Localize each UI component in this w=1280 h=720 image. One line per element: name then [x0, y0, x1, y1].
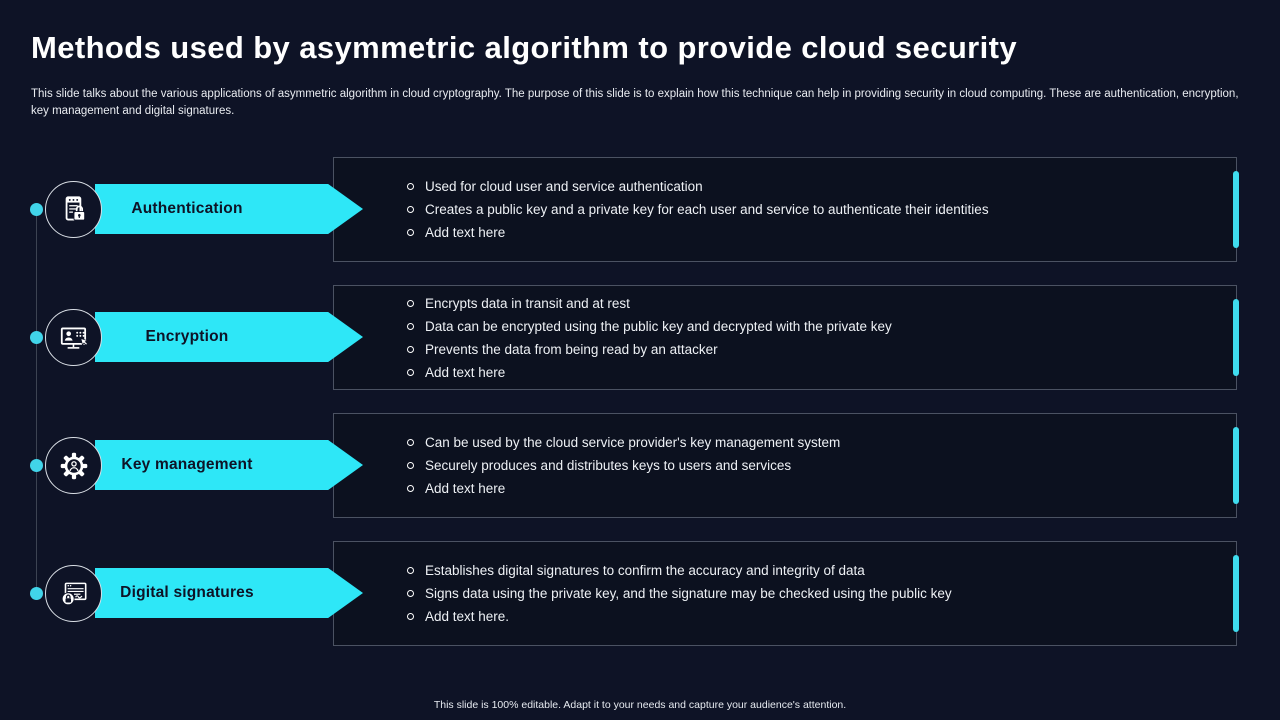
method-label: Encryption — [145, 328, 229, 345]
bullet-list: Encrypts data in transit and at rest Dat… — [334, 286, 1226, 389]
encryption-icon-circle — [45, 309, 102, 366]
list-item: Encrypts data in transit and at rest — [406, 292, 1216, 315]
slide-description: This slide talks about the various appli… — [31, 88, 1239, 117]
method-row-digital-signatures: Digital signatures Establishes digital s… — [0, 541, 1280, 646]
method-row-authentication: Authentication Used for cloud user and s… — [0, 157, 1280, 262]
accent-bar — [1233, 171, 1239, 248]
timeline-dot — [30, 587, 43, 600]
bullet-circle-icon — [407, 229, 414, 236]
bullet-circle-icon — [407, 462, 414, 469]
bullet-text: Securely produces and distributes keys t… — [425, 458, 792, 473]
bullet-text: Data can be encrypted using the public k… — [425, 318, 892, 334]
document-lock-icon — [65, 195, 85, 221]
bullet-text: Establishes digital signatures to confir… — [425, 563, 865, 578]
monitor-user-icon — [60, 327, 88, 349]
key-management-arrow-banner: Key management — [95, 440, 363, 490]
accent-bar — [1233, 299, 1239, 376]
authentication-content-box: Used for cloud user and service authenti… — [333, 157, 1239, 262]
digital-signatures-content-box: Establishes digital signatures to confir… — [333, 541, 1239, 646]
authentication-icon-circle — [45, 181, 102, 238]
bullet-circle-icon — [407, 322, 414, 330]
method-label: Key management — [121, 456, 253, 473]
bullet-list: Used for cloud user and service authenti… — [334, 158, 1226, 261]
accent-bar — [1233, 555, 1239, 632]
list-item: Add text here — [406, 361, 1216, 384]
bullet-text: Add text here. — [425, 609, 510, 624]
bullet-circle-icon — [407, 613, 414, 620]
bullet-circle-icon — [407, 485, 414, 492]
bullet-circle-icon — [407, 590, 414, 597]
accent-bar — [1233, 427, 1239, 504]
bullet-text: Used for cloud user and service authenti… — [425, 179, 703, 194]
method-row-key-management: Key management Can be used by the cloud … — [0, 413, 1280, 518]
bullet-circle-icon — [407, 567, 414, 574]
bullet-text: Add text here — [425, 364, 506, 380]
bullet-text: Prevents the data from being read by an … — [425, 341, 718, 357]
key-management-content-box: Can be used by the cloud service provide… — [333, 413, 1239, 518]
list-item: Can be used by the cloud service provide… — [406, 431, 1216, 454]
timeline-dot — [30, 459, 43, 472]
list-item: Add text here — [406, 221, 1216, 244]
authentication-arrow-banner: Authentication — [95, 184, 363, 234]
list-item: Add text here — [406, 477, 1216, 500]
bullet-text: Add text here — [425, 481, 506, 496]
method-label: Authentication — [131, 200, 243, 217]
list-item: Prevents the data from being read by an … — [406, 338, 1216, 361]
gear-user-icon — [60, 452, 87, 479]
list-item: Securely produces and distributes keys t… — [406, 454, 1216, 477]
bullet-circle-icon — [407, 206, 414, 213]
page-title: Methods used by asymmetric algorithm to … — [31, 30, 1018, 65]
footer-note: This slide is 100% editable. Adapt it to… — [433, 699, 847, 711]
timeline-dot — [30, 203, 43, 216]
bullet-list: Can be used by the cloud service provide… — [334, 414, 1226, 517]
signature-lock-icon — [61, 582, 86, 605]
bullet-text: Can be used by the cloud service provide… — [425, 435, 841, 450]
encryption-arrow-banner: Encryption — [95, 312, 363, 362]
list-item: Establishes digital signatures to confir… — [406, 559, 1216, 582]
list-item: Add text here. — [406, 605, 1216, 628]
method-row-encryption: Encryption Encrypts data in transit and … — [0, 285, 1280, 390]
list-item: Creates a public key and a private key f… — [406, 198, 1216, 221]
timeline-dot — [30, 331, 43, 344]
bullet-circle-icon — [407, 439, 414, 446]
digital-signatures-arrow-banner: Digital signatures — [95, 568, 363, 618]
bullet-circle-icon — [407, 345, 414, 353]
bullet-circle-icon — [407, 183, 414, 190]
list-item: Signs data using the private key, and th… — [406, 582, 1216, 605]
list-item: Data can be encrypted using the public k… — [406, 315, 1216, 338]
bullet-circle-icon — [407, 299, 414, 307]
bullet-text: Creates a public key and a private key f… — [425, 202, 989, 217]
bullet-text: Add text here — [425, 225, 506, 240]
digital-signatures-icon-circle — [45, 565, 102, 622]
bullet-text: Encrypts data in transit and at rest — [425, 295, 630, 311]
timeline-connector-line — [36, 210, 37, 593]
key-management-icon-circle — [45, 437, 102, 494]
bullet-text: Signs data using the private key, and th… — [425, 586, 952, 601]
method-label: Digital signatures — [120, 584, 254, 601]
encryption-content-box: Encrypts data in transit and at rest Dat… — [333, 285, 1239, 390]
list-item: Used for cloud user and service authenti… — [406, 175, 1216, 198]
bullet-circle-icon — [407, 368, 414, 376]
bullet-list: Establishes digital signatures to confir… — [334, 542, 1226, 645]
